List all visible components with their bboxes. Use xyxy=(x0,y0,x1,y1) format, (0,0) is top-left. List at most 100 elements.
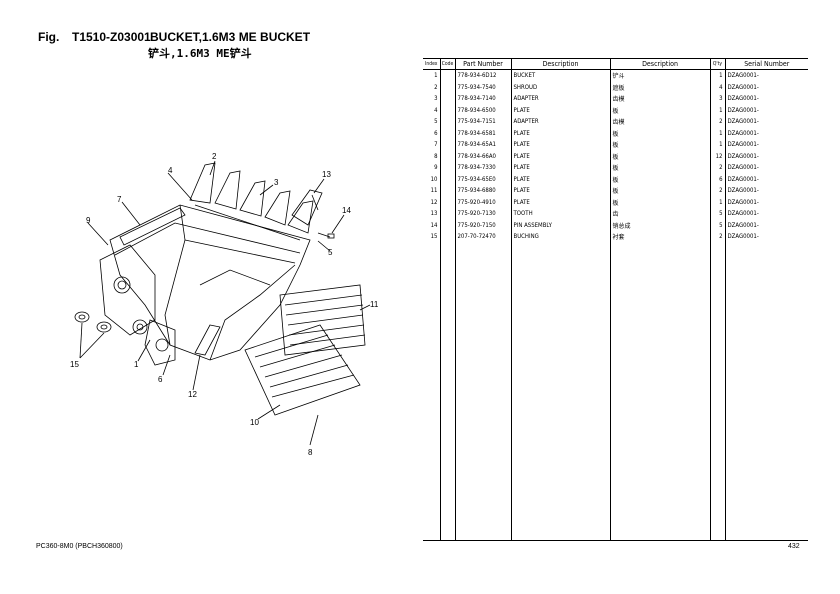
callout-10: 10 xyxy=(250,418,259,427)
col-part-number-header: Part Number xyxy=(454,59,511,70)
cell-qty: 5 xyxy=(709,219,725,231)
parts-table: Index Code Part Number Description Descr… xyxy=(423,59,808,243)
cell-description-cn: 板 xyxy=(609,162,710,174)
cell-description-cn: 板 xyxy=(609,196,710,208)
callout-9: 9 xyxy=(86,216,91,225)
cell-index: 5 xyxy=(434,118,438,126)
cell-part-number: 778-934-65A1 xyxy=(454,139,511,151)
fig-label: Fig. xyxy=(38,30,60,44)
cell-description: PIN ASSEMBLY xyxy=(510,219,610,231)
cell-description: PLATE xyxy=(510,139,610,151)
cell-index: 2 xyxy=(434,83,438,91)
cell-code xyxy=(439,185,455,197)
cell-code xyxy=(439,69,455,82)
cell-code xyxy=(439,93,455,105)
cell-code xyxy=(439,116,455,128)
cell-description-cn: 衬套 xyxy=(609,231,710,243)
cell-code xyxy=(439,208,455,220)
cell-description-cn: 板 xyxy=(609,139,710,151)
page-number: 432 xyxy=(788,543,800,550)
cell-qty: 1 xyxy=(709,127,725,139)
cell-description: TOOTH xyxy=(510,208,610,220)
cell-description: PLATE xyxy=(510,185,610,197)
cell-serial: DZAG0001- xyxy=(724,208,808,220)
cell-part-number: 775-920-7130 xyxy=(454,208,511,220)
cell-index: 4 xyxy=(434,106,438,114)
cell-index: 10 xyxy=(430,175,438,183)
cell-serial: DZAG0001- xyxy=(724,93,808,105)
cell-part-number: 778-934-66A0 xyxy=(454,150,511,162)
col-serial-header: Serial Number xyxy=(724,59,808,70)
page-title-cn: 铲斗,1.6M3 ME铲斗 xyxy=(148,47,252,60)
cell-code xyxy=(439,219,455,231)
parts-list: Index Code Part Number Description Descr… xyxy=(423,58,808,541)
cell-serial: DZAG0001- xyxy=(724,127,808,139)
cell-description-cn: 销总成 xyxy=(609,219,710,231)
cell-index: 3 xyxy=(434,95,438,103)
cell-part-number: 778-934-6500 xyxy=(454,104,511,116)
cell-description-cn: 齿 xyxy=(609,208,710,220)
cell-index: 9 xyxy=(434,164,438,172)
cell-description-cn: 板 xyxy=(609,150,710,162)
cell-index: 1 xyxy=(434,72,438,80)
cell-code xyxy=(439,104,455,116)
callout-3: 3 xyxy=(274,178,279,187)
callout-14: 14 xyxy=(342,206,351,215)
cell-index: 15 xyxy=(430,233,438,241)
cell-serial: DZAG0001- xyxy=(724,104,808,116)
callout-8: 8 xyxy=(308,448,313,457)
cell-description: PLATE xyxy=(510,162,610,174)
cell-part-number: 775-920-7150 xyxy=(454,219,511,231)
cell-description: BUCKET xyxy=(510,69,610,82)
cell-index: 6 xyxy=(434,129,438,137)
callout-2: 2 xyxy=(212,152,217,161)
callout-1: 1 xyxy=(134,360,139,369)
cell-serial: DZAG0001- xyxy=(724,185,808,197)
cell-serial: DZAG0001- xyxy=(724,162,808,174)
cell-qty: 4 xyxy=(709,81,725,93)
cell-description: BUCHING xyxy=(510,231,610,243)
cell-index: 11 xyxy=(430,187,438,195)
fig-code: T1510-Z03001 xyxy=(72,30,151,44)
cell-serial: DZAG0001- xyxy=(724,116,808,128)
cell-index: 14 xyxy=(430,221,438,229)
callout-7: 7 xyxy=(117,195,122,204)
cell-serial: DZAG0001- xyxy=(724,69,808,82)
col-code-header: Code xyxy=(439,59,455,70)
cell-code xyxy=(439,81,455,93)
cell-code xyxy=(439,162,455,174)
cell-qty: 1 xyxy=(709,104,725,116)
cell-code xyxy=(439,139,455,151)
cell-index: 8 xyxy=(434,152,438,160)
cell-description-cn: 板 xyxy=(609,104,710,116)
cell-description: PLATE xyxy=(510,196,610,208)
callout-4: 4 xyxy=(168,166,173,175)
cell-part-number: 775-934-7540 xyxy=(454,81,511,93)
cell-description-cn: 齿模 xyxy=(609,93,710,105)
cell-description: PLATE xyxy=(510,104,610,116)
cell-qty: 12 xyxy=(709,150,725,162)
bucket-exploded-diagram: 1 2 3 4 5 6 7 8 9 10 11 12 13 14 15 xyxy=(70,152,379,457)
cell-description: PLATE xyxy=(510,150,610,162)
cell-serial: DZAG0001- xyxy=(724,150,808,162)
cell-serial: DZAG0001- xyxy=(724,196,808,208)
cell-description: PLATE xyxy=(510,127,610,139)
cell-code xyxy=(439,173,455,185)
cell-index: 7 xyxy=(434,141,438,149)
callout-5: 5 xyxy=(328,248,333,257)
cell-description-cn: 板 xyxy=(609,127,710,139)
cell-code xyxy=(439,127,455,139)
page-title: BUCKET,1.6M3 ME BUCKET xyxy=(150,30,311,44)
cell-part-number: 778-934-6D12 xyxy=(454,69,511,82)
cell-part-number: 775-920-4910 xyxy=(454,196,511,208)
callout-13: 13 xyxy=(322,170,331,179)
cell-description-cn: 板 xyxy=(609,173,710,185)
cell-code xyxy=(439,231,455,243)
cell-part-number: 775-934-7151 xyxy=(454,116,511,128)
cell-part-number: 778-934-7140 xyxy=(454,93,511,105)
